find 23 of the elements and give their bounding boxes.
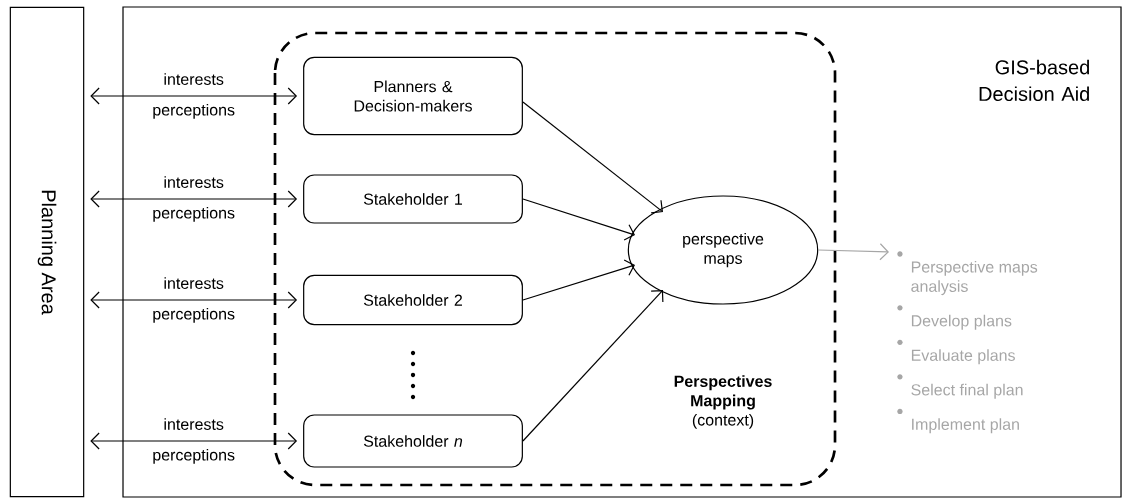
edge-label: interests perceptions [153,418,235,464]
node-label: Implement plan [912,418,1019,434]
arrow [522,101,663,214]
edge-label: interests perceptions [153,277,235,323]
rounded-box: Stakeholder 2 [303,274,523,326]
arrow [522,198,635,241]
double-arrow [90,87,298,105]
arrow [522,259,635,301]
double-arrow [90,190,298,208]
bullet-list: Perspective maps analysis Develop plans Evaluate plans Select final plan Implement plan [897,251,1038,434]
rounded-box: Stakeholder 1 [303,174,523,224]
node-label: Evaluate plans [911,349,1015,365]
rounded-box: Stakeholder n [303,414,523,468]
node-label: Develop plans [911,314,1012,330]
double-arrow [90,432,298,450]
rounded-box: Planners & Decision-makers [303,56,523,136]
edge-label: interests perceptions [153,73,235,119]
edge-label: interests perceptions [153,176,235,222]
node-label: Perspective maps analysis [911,260,1038,296]
double-arrow [90,291,298,309]
vertical-box: Planning Area [9,6,85,498]
node-label: Select final plan [911,383,1023,399]
arrow [522,290,664,442]
